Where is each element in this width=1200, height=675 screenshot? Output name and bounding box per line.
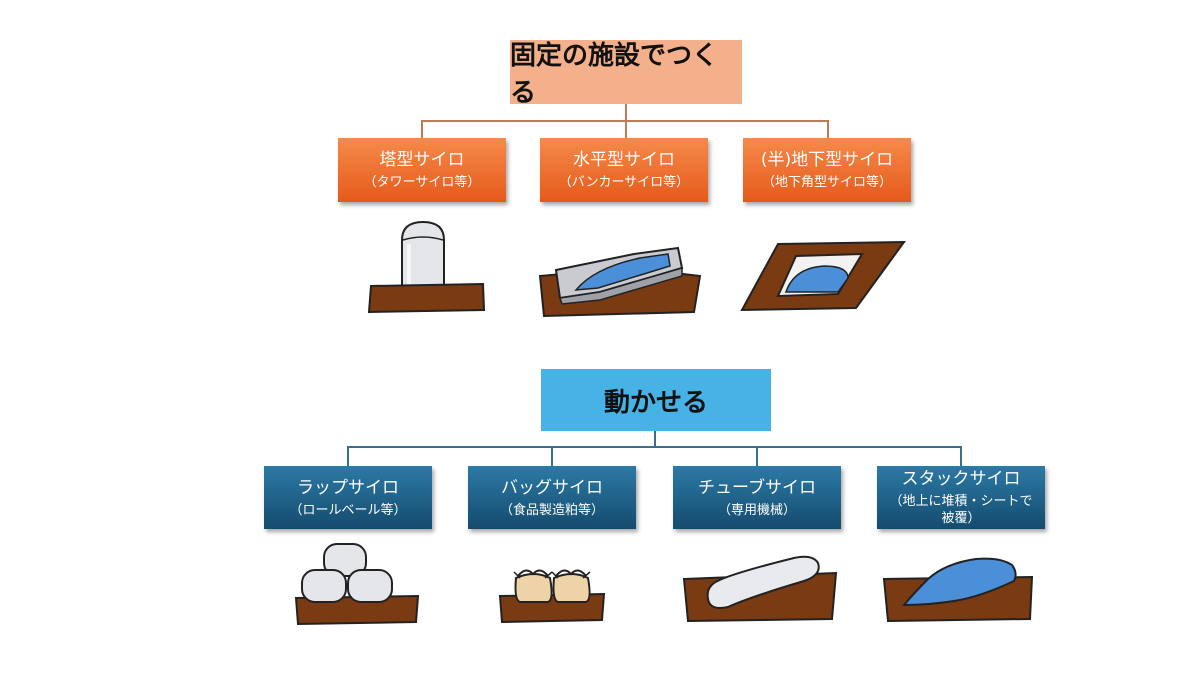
underground-silo-box: (半)地下型サイロ （地下角型サイロ等） [743, 138, 911, 202]
horizontal-silo-sub: （バンカーサイロ等） [558, 175, 690, 190]
tower-silo-box: 塔型サイロ （タワーサイロ等） [338, 138, 506, 202]
connector-movable-4 [960, 446, 962, 466]
fixed-facility-root: 固定の施設でつくる [510, 40, 742, 108]
movable-title: 動かせる [603, 387, 708, 418]
wrap-silo-label: ラップサイロ [297, 477, 399, 498]
stack-silo-sub: （地上に堆積・シートで被覆） [889, 494, 1033, 526]
tower-silo-label: 塔型サイロ [379, 150, 465, 170]
connector-fixed-2 [625, 120, 627, 138]
connector-fixed-bar [421, 120, 828, 122]
tube-silo-box: チューブサイロ （専用機械） [673, 466, 841, 529]
underground-silo-sub: （地下角型サイロ等） [761, 175, 892, 190]
horizontal-silo-box: 水平型サイロ （バンカーサイロ等） [540, 138, 708, 202]
movable-root: 動かせる [541, 369, 771, 431]
underground-silo-icon [740, 240, 906, 312]
connector-movable-bar [347, 446, 960, 448]
stack-silo-box: スタックサイロ （地上に堆積・シートで被覆） [877, 466, 1045, 529]
bag-silo-icon [498, 569, 606, 624]
horizontal-silo-label: 水平型サイロ [573, 150, 675, 170]
stack-silo-label: スタックサイロ [901, 469, 1021, 489]
tube-silo-label: チューブサイロ [698, 477, 816, 498]
wrap-bales-icon [294, 543, 420, 626]
connector-fixed-3 [827, 120, 829, 138]
wrap-silo-sub: （ロールベール等） [289, 502, 407, 518]
underground-silo-label: (半)地下型サイロ [760, 150, 894, 170]
bag-silo-sub: （食品製造粕等） [499, 502, 604, 518]
connector-fixed-1 [421, 120, 423, 138]
connector-fixed-trunk [625, 104, 627, 122]
connector-movable-2 [551, 446, 553, 466]
tube-silo-sub: （専用機械） [717, 502, 796, 518]
tower-silo-sub: （タワーサイロ等） [363, 175, 481, 190]
tower-silo-icon [367, 220, 486, 314]
tube-silo-icon [682, 555, 838, 623]
wrap-silo-box: ラップサイロ （ロールベール等） [264, 466, 432, 529]
bunker-silo-icon [538, 246, 702, 318]
connector-movable-1 [347, 446, 349, 466]
bag-silo-label: バッグサイロ [501, 477, 603, 498]
fixed-facility-title: 固定の施設でつくる [510, 41, 719, 108]
connector-movable-trunk [654, 431, 656, 448]
connector-movable-3 [756, 446, 758, 466]
bag-silo-box: バッグサイロ （食品製造粕等） [468, 466, 636, 529]
stack-silo-icon [882, 557, 1034, 623]
